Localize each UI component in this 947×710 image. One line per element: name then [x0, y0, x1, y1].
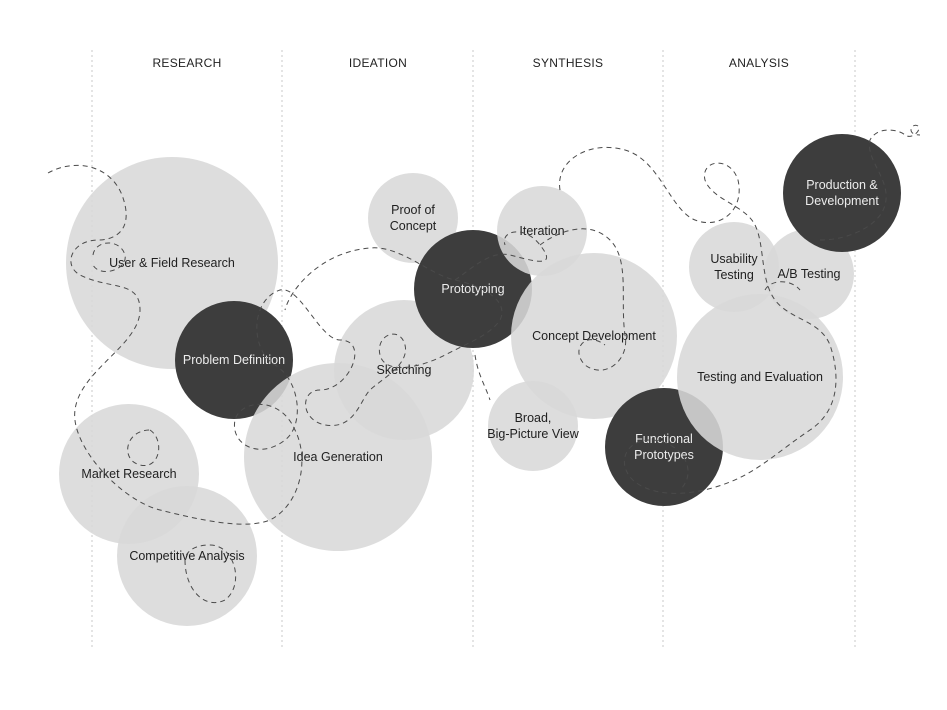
idea-generation-label: Idea Generation — [293, 450, 383, 464]
proof-of-concept-label: Proof of Concept — [390, 203, 437, 233]
prototyping-label-line: Prototyping — [441, 282, 504, 296]
phase-header-analysis: ANALYSIS — [729, 56, 789, 70]
problem-definition-circle — [175, 301, 293, 419]
broad-big-picture-view-label: Broad, Big-Picture View — [487, 411, 579, 441]
testing-and-evaluation-circle — [677, 294, 843, 460]
usability-testing-label-line: Usability — [710, 252, 758, 266]
iteration-label: Iteration — [519, 224, 564, 238]
phase-header-synthesis: SYNTHESIS — [533, 56, 604, 70]
phase-headers: RESEARCH IDEATION SYNTHESIS ANALYSIS — [152, 56, 789, 70]
market-research-label: Market Research — [81, 467, 176, 481]
ab-testing-label: A/B Testing — [777, 267, 840, 281]
broad-big-picture-view-circle — [488, 381, 578, 471]
production-development-label-line: Development — [805, 194, 879, 208]
production-development-circle — [783, 134, 901, 252]
idea-generation-label-line: Idea Generation — [293, 450, 383, 464]
concept-development-label-line: Concept Development — [532, 329, 656, 343]
proof-of-concept-label-line: Concept — [390, 219, 437, 233]
user-field-research-label-line: User & Field Research — [109, 256, 235, 270]
usability-testing-label-line: Testing — [714, 268, 754, 282]
iteration-label-line: Iteration — [519, 224, 564, 238]
competitive-analysis-label-line: Competitive Analysis — [129, 549, 244, 563]
phase-header-research: RESEARCH — [152, 56, 221, 70]
competitive-analysis-circle — [117, 486, 257, 626]
market-research-label-line: Market Research — [81, 467, 176, 481]
concept-development-circle — [511, 253, 677, 419]
prototyping-circle — [414, 230, 532, 348]
competitive-analysis-label: Competitive Analysis — [129, 549, 244, 563]
testing-and-evaluation-label-line: Testing and Evaluation — [697, 370, 823, 384]
testing-and-evaluation-label: Testing and Evaluation — [697, 370, 823, 384]
ab-testing-circle — [764, 229, 854, 319]
iteration-circle — [497, 186, 587, 276]
concept-development-label: Concept Development — [532, 329, 656, 343]
production-development-label: Production & Development — [805, 178, 879, 208]
user-field-research-label: User & Field Research — [109, 256, 235, 270]
problem-definition-label: Problem Definition — [183, 353, 285, 367]
phase-header-ideation: IDEATION — [349, 56, 407, 70]
process-path-line — [47, 124, 921, 603]
production-development-label-line: Production & — [806, 178, 878, 192]
broad-big-picture-view-label-line: Broad, — [515, 411, 552, 425]
sketching-label-line: Sketching — [377, 363, 432, 377]
proof-of-concept-label-line: Proof of — [391, 203, 435, 217]
ab-testing-label-line: A/B Testing — [777, 267, 840, 281]
problem-definition-label-line: Problem Definition — [183, 353, 285, 367]
proof-of-concept-circle — [368, 173, 458, 263]
broad-big-picture-view-label-line: Big-Picture View — [487, 427, 579, 441]
usability-testing-circle — [689, 222, 779, 312]
functional-prototypes-label-line: Functional — [635, 432, 693, 446]
sketching-label: Sketching — [377, 363, 432, 377]
prototyping-label: Prototyping — [441, 282, 504, 296]
